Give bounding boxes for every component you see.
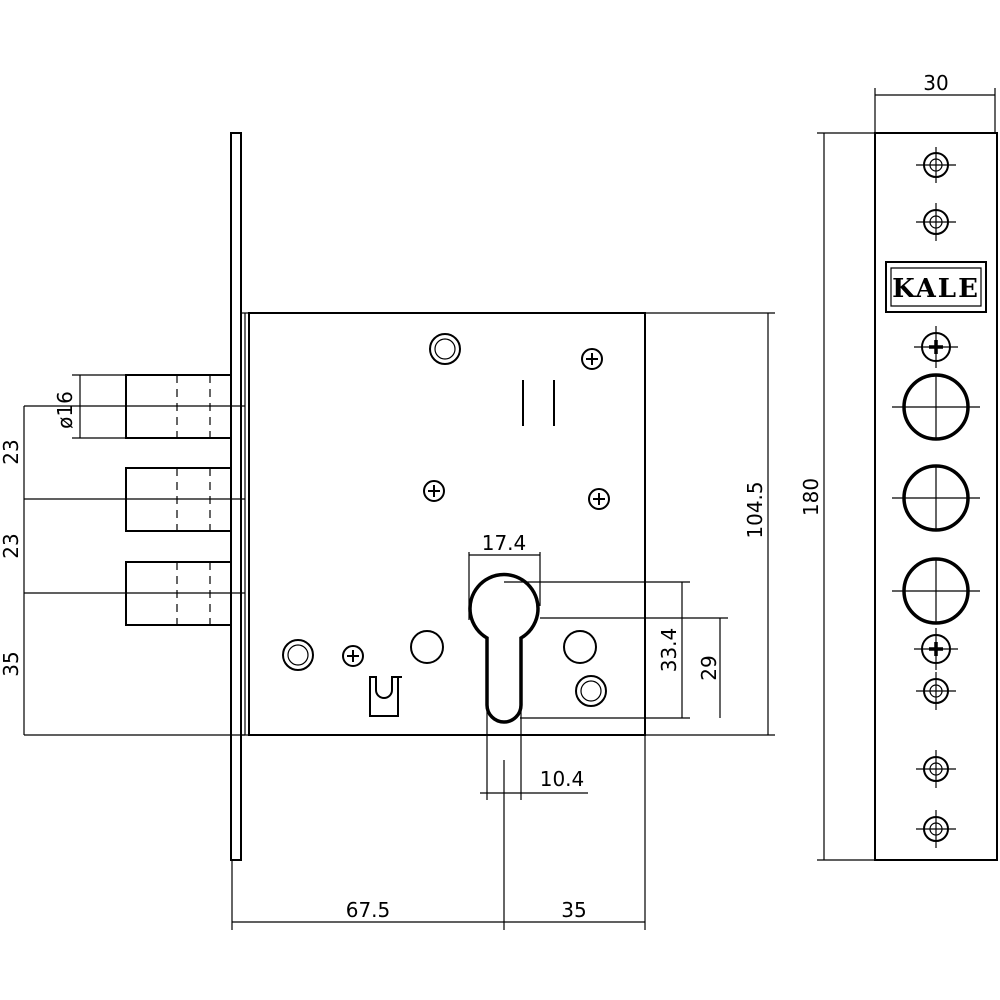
mounting-hole-5-icon (916, 810, 956, 848)
screw-middle-left-icon (423, 480, 445, 502)
strike-plate-width-dimension: 30 (874, 71, 996, 133)
screw-top-right-icon (581, 348, 603, 370)
hole-right (563, 630, 597, 664)
cylinder-slot-label: 10.4 (540, 767, 585, 791)
bolt-to-bottom-label: 35 (0, 651, 23, 676)
rivet-top (429, 333, 461, 365)
bolt-receiver-1 (892, 373, 980, 441)
mounting-hole-3-icon (916, 672, 956, 710)
cylinder-to-edge-label: 35 (561, 898, 586, 922)
cylinder-width-label: 17.4 (482, 531, 527, 555)
screw-middle-right-icon (588, 488, 610, 510)
case-height-dimension: 104.5 (645, 312, 775, 736)
bolt-spacing-dimensions: 23 23 35 (0, 405, 245, 736)
rivet-bottom-right (575, 675, 607, 707)
bolt-receiver-2 (892, 464, 980, 532)
bolt-receiver-3 (892, 557, 980, 625)
mounting-hole-1-icon (916, 147, 956, 183)
cylinder-width-dimension: 17.4 (468, 531, 541, 620)
bolt-spacing-2-label: 23 (0, 533, 23, 558)
backset-label: 67.5 (346, 898, 391, 922)
latch-lever (369, 676, 402, 717)
strike-plate-height-label: 180 (799, 478, 823, 516)
hole-left (410, 630, 444, 664)
mounting-hole-2-icon (916, 203, 956, 241)
rivet-bottom-left (282, 639, 314, 671)
mounting-hole-4-icon (916, 750, 956, 788)
strike-plate (874, 132, 998, 861)
backset-dimension: 67.5 35 (231, 735, 646, 930)
cylinder-slot-dimension: 10.4 (480, 705, 588, 800)
strike-plate-height-dimension: 180 (799, 132, 875, 861)
case-height-label: 104.5 (743, 481, 767, 538)
lock-faceplate (230, 132, 249, 861)
kale-logo: KALE (885, 261, 987, 313)
lock-case (244, 312, 646, 736)
cylinder-height-dimension: 33.4 (504, 581, 690, 719)
bolt-spacing-1-label: 23 (0, 439, 23, 464)
bolt-diameter-label: ø16 (53, 391, 77, 429)
cylinder-cutout (468, 572, 540, 724)
bolt-diameter-dimension: ø16 (53, 374, 126, 439)
screw-bottom-left-icon (342, 645, 364, 667)
strike-screw-top-icon (914, 326, 958, 368)
kale-logo-text: KALE (892, 274, 980, 304)
spring-marks (522, 380, 555, 426)
strike-screw-bottom-icon (914, 628, 958, 670)
cylinder-center-dimension: 29 (540, 617, 728, 718)
cylinder-height-label: 33.4 (657, 628, 681, 673)
strike-plate-width-label: 30 (923, 71, 948, 95)
cylinder-center-label: 29 (697, 655, 721, 680)
